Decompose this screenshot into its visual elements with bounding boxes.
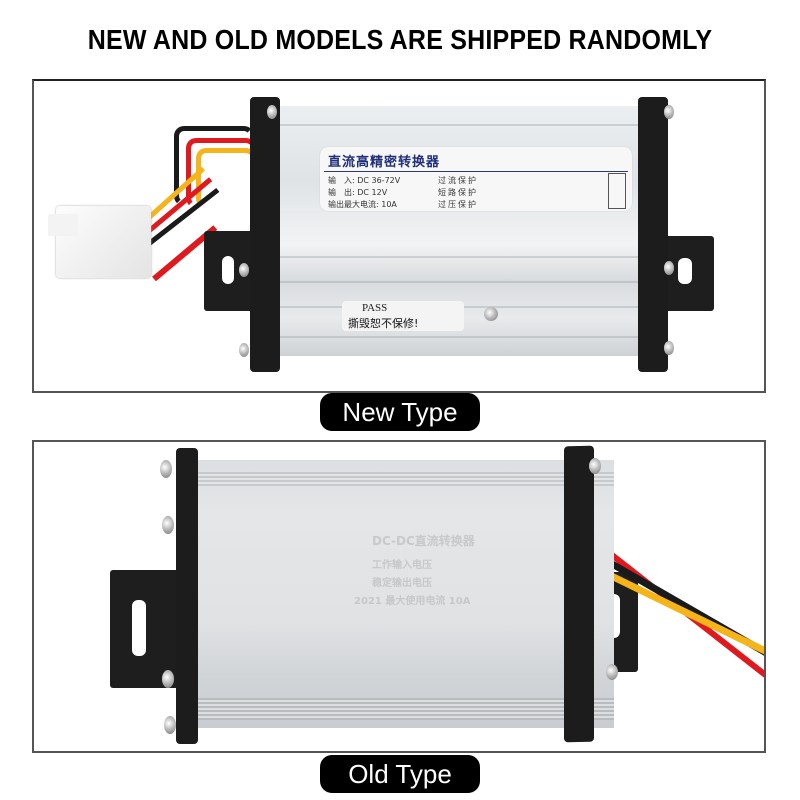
mounting-bracket-left <box>110 570 182 688</box>
screw <box>164 716 176 734</box>
screw <box>664 261 674 275</box>
spec-label: 直流高精密转换器 输 入: DC 36-72V 过流保护 输 出: DC 12V… <box>320 147 632 211</box>
screw <box>664 105 674 119</box>
converter-case-old: DC-DC直流转换器 工作输入电压 稳定输出电压 2021 最大使用电流 10A <box>194 460 614 728</box>
screw <box>162 670 174 688</box>
engraving-row: 工作输入电压 <box>372 560 432 571</box>
engraving-title: DC-DC直流转换器 <box>372 534 475 548</box>
headline: NEW AND OLD MODELS ARE SHIPPED RANDOMLY <box>87 24 713 56</box>
wire-connector <box>48 206 151 278</box>
engraving-row: 稳定输出电压 <box>372 578 432 589</box>
label-spec-output: 输 出: DC 12V <box>328 188 388 197</box>
warranty-sticker: PASS 撕毁恕不保修! <box>342 301 464 331</box>
label-protection-shortcircuit: 短路保护 <box>438 188 478 197</box>
screw <box>589 458 601 474</box>
screw <box>162 516 174 534</box>
new-type-caption: New Type <box>320 393 480 431</box>
label-spec-max-current: 输出最大电流: 10A <box>328 200 397 209</box>
screw <box>606 664 618 680</box>
engraving-row: 2021 最大使用电流 10A <box>354 596 471 607</box>
new-type-photo-frame: 直流高精密转换器 输 入: DC 36-72V 过流保护 输 出: DC 12V… <box>32 79 766 393</box>
wire-bundle <box>152 126 256 282</box>
endcap-right <box>638 97 668 372</box>
old-type-caption: Old Type <box>320 755 480 793</box>
old-type-photo-frame: DC-DC直流转换器 工作输入电压 稳定输出电压 2021 最大使用电流 10A <box>32 440 766 753</box>
endcap-left <box>250 97 280 372</box>
endcap-right <box>564 445 594 743</box>
endcap-left <box>176 448 198 744</box>
screw <box>239 343 249 357</box>
sticker-pass-text: PASS <box>362 302 388 314</box>
screw <box>664 341 674 355</box>
mounting-bracket-right <box>664 236 714 311</box>
label-protection-overcurrent: 过流保护 <box>438 176 478 185</box>
sticker-warning-text: 撕毁恕不保修! <box>348 317 419 330</box>
label-cert-box <box>608 173 626 209</box>
screw <box>160 460 172 478</box>
screw <box>239 263 249 277</box>
label-spec-input: 输 入: DC 36-72V <box>328 176 401 185</box>
label-divider <box>324 171 628 172</box>
case-screw <box>484 307 498 321</box>
label-title: 直流高精密转换器 <box>328 155 441 170</box>
label-protection-overvoltage: 过压保护 <box>438 200 478 209</box>
screw <box>267 105 277 119</box>
